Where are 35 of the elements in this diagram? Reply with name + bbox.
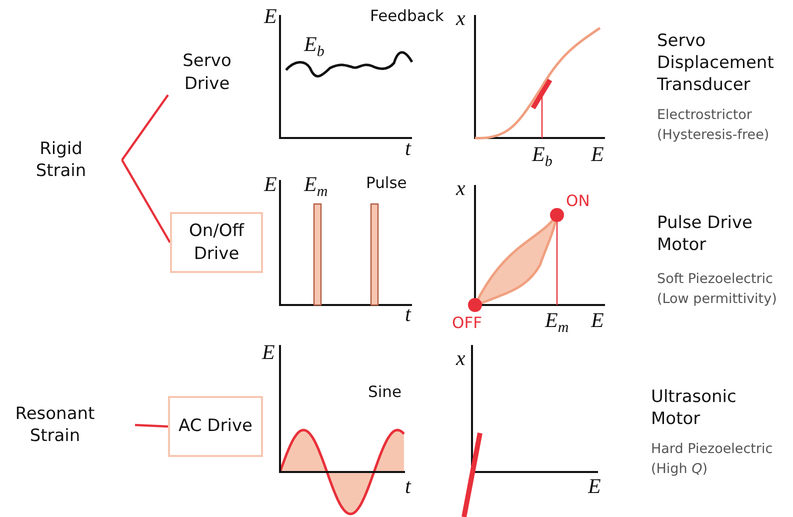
- waveform-label: Pulse: [366, 175, 407, 193]
- axis-label: t: [405, 474, 411, 498]
- device-name: Servo Displacement Transducer: [657, 30, 775, 96]
- drive-label: Servo Drive: [168, 45, 246, 100]
- material-note: Hard Piezoelectric (High Q): [651, 440, 774, 479]
- axis-label: t: [405, 302, 411, 326]
- material-note: Electrostrictor (Hysteresis-free): [657, 106, 770, 145]
- category-label: Rigid Strain: [0, 125, 122, 195]
- drive-box: AC Drive: [168, 396, 263, 457]
- axis-label: x: [456, 176, 466, 200]
- axis-label: E: [264, 4, 277, 28]
- curve-label: E$_{m}$: [304, 172, 328, 202]
- waveform-label: Sine: [368, 384, 402, 402]
- axis-label: E: [262, 340, 275, 364]
- device-name: Ultrasonic Motor: [651, 386, 738, 430]
- axis-label: t: [405, 136, 411, 160]
- connector-line: [121, 159, 171, 244]
- axis-label: x: [456, 6, 466, 30]
- drive-box: On/Off Drive: [170, 212, 263, 273]
- connector-line: [134, 424, 168, 428]
- axis-label: E$_{m}$: [545, 308, 569, 338]
- state-label: OFF: [452, 315, 482, 333]
- device-name: Pulse Drive Motor: [657, 212, 754, 256]
- material-note: Soft Piezoelectric (Low permittivity): [657, 270, 778, 309]
- category-label: Resonant Strain: [0, 395, 135, 455]
- waveform-label: Feedback: [370, 8, 444, 26]
- axis-label: E: [591, 308, 604, 332]
- axis-label: E: [588, 474, 601, 498]
- axis-label: E: [591, 142, 604, 166]
- axis-label: x: [456, 346, 466, 370]
- axis-label: E$_{b}$: [532, 142, 552, 172]
- connector-line: [121, 94, 169, 161]
- state-label: ON: [566, 193, 590, 211]
- axis-label: E: [264, 172, 277, 196]
- curve-label: E$_{b}$: [304, 32, 324, 62]
